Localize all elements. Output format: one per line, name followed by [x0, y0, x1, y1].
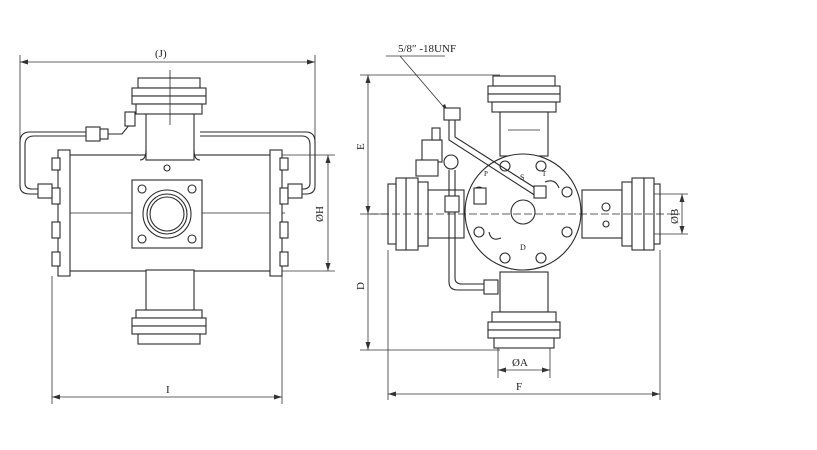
port-label-t: T [542, 170, 547, 178]
dim-label-d: D [355, 282, 367, 290]
side-pilot-assembly [415, 107, 547, 295]
dimension-i: I [51, 276, 283, 404]
dimension-h: ØH [282, 154, 335, 272]
dim-label-i: I [166, 384, 170, 396]
center-flange [131, 164, 203, 249]
thread-label: 5/8″ -18UNF [398, 43, 456, 55]
side-bottom-port [487, 271, 561, 349]
port-label-s: S [520, 173, 524, 182]
dimension-a: ØA [497, 348, 551, 378]
thread-callout: 5/8″ -18UNF [386, 43, 456, 113]
side-view: 5/8″ -18UNF E D [355, 43, 688, 400]
top-port [131, 70, 207, 161]
dimension-j: (J) [19, 48, 316, 140]
side-main-flange: S D P T [464, 153, 582, 271]
dim-label-j: (J) [155, 48, 167, 60]
dimension-b: ØB [654, 193, 688, 235]
port-label-d: D [520, 243, 526, 252]
dimension-f: F [387, 250, 661, 400]
dim-label-b: ØB [669, 209, 681, 224]
dimension-d: D [355, 214, 500, 351]
valve-body [51, 149, 289, 277]
port-label-p: P [484, 170, 488, 178]
dim-label-f: F [516, 381, 522, 393]
pilot-tubing [19, 111, 316, 199]
front-view: (J) [19, 48, 335, 404]
bottom-port [131, 269, 207, 345]
dim-label-e: E [355, 143, 367, 150]
side-top-port [487, 75, 561, 157]
dim-label-a: ØA [512, 357, 528, 369]
dim-label-h: ØH [314, 206, 326, 222]
